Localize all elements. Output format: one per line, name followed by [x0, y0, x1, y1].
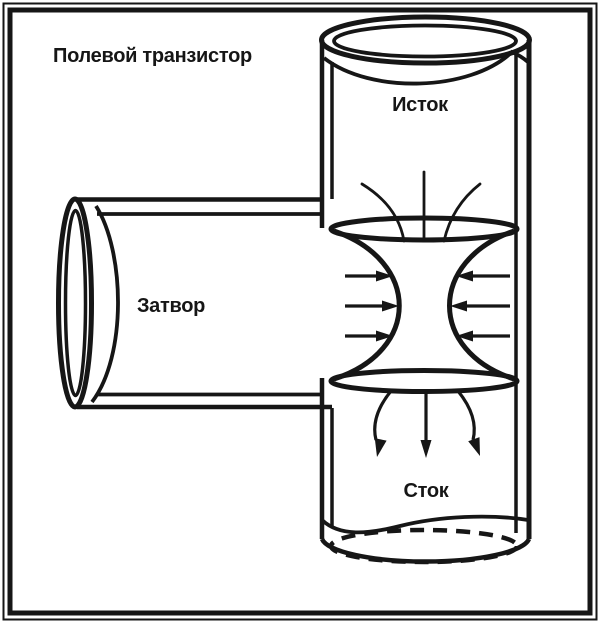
drain-arrow-left-head-icon — [374, 438, 387, 457]
left-arrow-3-head-icon — [376, 330, 393, 342]
left-arrow-2-head-icon — [382, 300, 399, 312]
drain-arrow-right-shaft — [456, 389, 476, 441]
field-line-up-left — [360, 182, 406, 243]
vertical-tube — [319, 14, 532, 565]
tube-top-inner-surface — [322, 49, 530, 86]
drain-arrow-right-head-icon — [468, 437, 480, 456]
right-arrow-1-head-icon — [456, 270, 473, 282]
tube-bottom-wavy-edge — [320, 514, 529, 535]
right-arrow-3-head-icon — [456, 330, 473, 342]
source-label: Исток — [392, 94, 449, 116]
drain-label: Сток — [403, 480, 449, 502]
left-squeeze-arrows — [345, 270, 399, 342]
gate-outer-rim — [56, 196, 94, 410]
drain-flow-arrows — [373, 389, 480, 458]
constriction-lower-rim — [328, 368, 520, 394]
drain-arrow-left-shaft — [373, 389, 393, 441]
left-arrow-1-head-icon — [376, 270, 393, 282]
field-line-up-right — [442, 182, 482, 243]
gate-inner-surface — [90, 204, 120, 404]
frame-inner-border — [7, 7, 593, 616]
tube-top-inner-rim — [332, 23, 518, 59]
constriction-left-curve — [333, 228, 402, 382]
source-field-lines — [360, 170, 482, 243]
tube-bottom-dashed-rim — [328, 527, 520, 565]
gate-label: Затвор — [137, 295, 205, 317]
gate-tube — [56, 196, 332, 410]
drain-arrow-center-head-icon — [420, 440, 432, 458]
gate-inner-rim — [63, 208, 88, 398]
right-squeeze-arrows — [450, 270, 510, 342]
right-arrow-2-head-icon — [450, 300, 467, 312]
page-title: Полевой транзистор — [53, 45, 252, 67]
constriction-right-curve — [447, 228, 515, 382]
